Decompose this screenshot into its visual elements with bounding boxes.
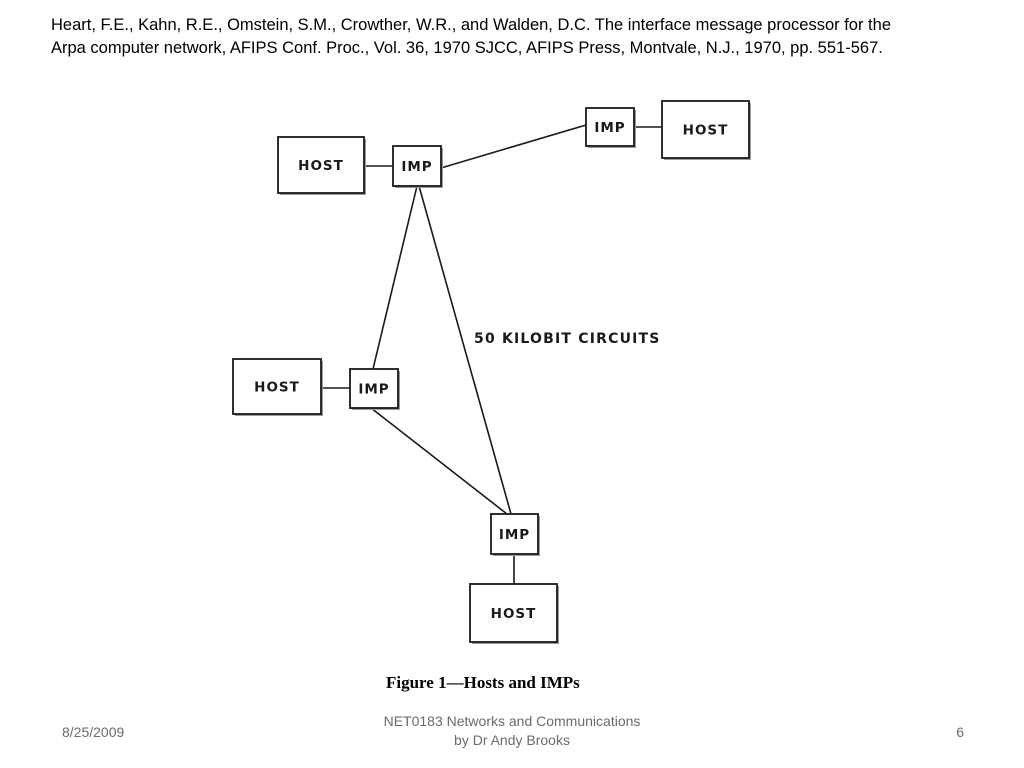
footer-course-line-2: by Dr Andy Brooks: [454, 732, 570, 748]
node-box: [277, 136, 365, 194]
footer-course-line-1: NET0183 Networks and Communications: [383, 713, 641, 729]
node-box: [392, 145, 442, 187]
node-label: HOST: [254, 380, 300, 396]
node-box: [661, 100, 750, 159]
node-label: HOST: [298, 158, 344, 174]
node-label: IMP: [594, 120, 625, 136]
citation-line-1: Heart, F.E., Kahn, R.E., Omstein, S.M., …: [51, 16, 891, 34]
edge-imp-3-imp-4: [370, 407, 508, 515]
edge-imp-1-imp-3: [372, 185, 418, 370]
edge-imp-1-imp-2: [440, 124, 587, 169]
node-box: [349, 368, 399, 409]
diagram-nodes: HOST IMP IMP HOST HOST IMP IMP HOST: [232, 100, 751, 644]
citation: Heart, F.E., Kahn, R.E., Omstein, S.M., …: [51, 14, 991, 60]
node-host-1: HOST: [277, 136, 366, 195]
node-imp-2: IMP: [585, 107, 636, 148]
node-box: [490, 513, 539, 555]
node-host-2: HOST: [661, 100, 751, 160]
node-imp-3: IMP: [349, 368, 400, 410]
node-label: HOST: [683, 123, 729, 139]
footer-date: 8/25/2009: [62, 724, 125, 740]
node-box: [232, 358, 322, 415]
edge-imp-1-imp-4: [418, 185, 512, 515]
node-label: HOST: [491, 606, 537, 622]
circuit-label: 50 KILOBIT CIRCUITS: [474, 331, 661, 347]
node-imp-1: IMP: [392, 145, 443, 188]
node-host-3: HOST: [232, 358, 323, 416]
node-box: [585, 107, 635, 147]
node-label: IMP: [358, 382, 389, 398]
node-host-4: HOST: [469, 583, 559, 644]
node-imp-4: IMP: [490, 513, 540, 556]
footer-page-number: 6: [956, 724, 964, 740]
diagram-edges: [321, 124, 662, 584]
footer-course: NET0183 Networks and Communications by D…: [352, 712, 672, 750]
node-box: [469, 583, 558, 643]
figure-caption: Figure 1—Hosts and IMPs: [386, 673, 580, 692]
citation-line-2: Arpa computer network, AFIPS Conf. Proc.…: [51, 39, 883, 57]
node-label: IMP: [401, 159, 432, 175]
node-label: IMP: [499, 527, 530, 543]
